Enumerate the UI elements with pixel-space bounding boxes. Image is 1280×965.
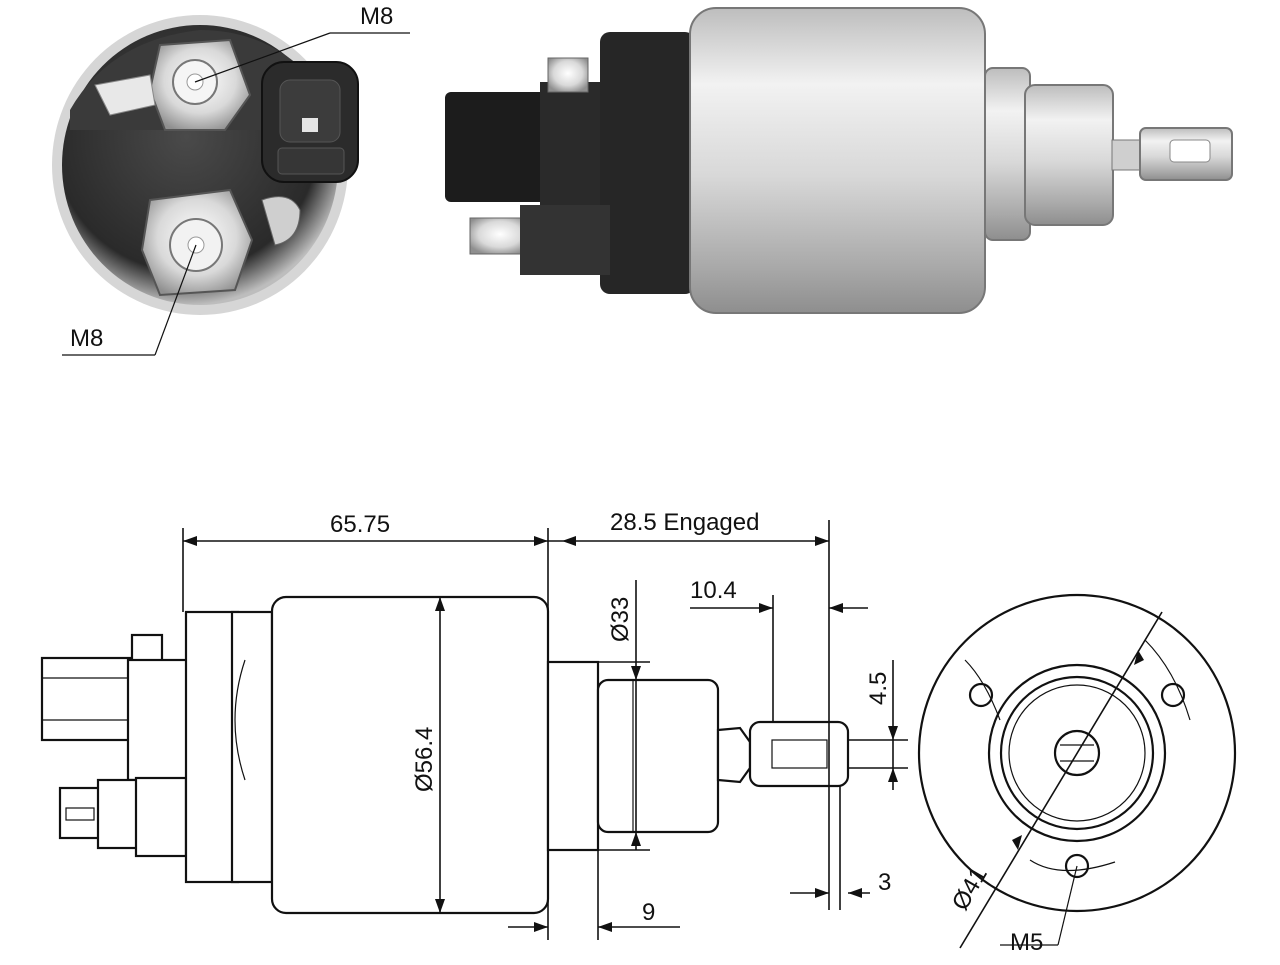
label-m5: M5	[1010, 929, 1043, 956]
technical-drawing-end: Ø41 M5	[917, 593, 1237, 956]
plunger-photo	[1024, 84, 1114, 226]
dim-lug-thickness: 3	[878, 869, 891, 896]
solenoid-barrel	[689, 7, 986, 314]
label-m8-bottom: M8	[70, 325, 103, 352]
dim-lug-offset: 10.4	[690, 577, 737, 604]
drawing-cap-flange	[184, 610, 240, 884]
dim-lug-width: 4.5	[865, 672, 892, 705]
bottom-terminal	[140, 188, 301, 297]
side-view-photo	[445, 7, 1233, 314]
connector-plug	[261, 61, 359, 183]
dim-stroke-engaged: 28.5 Engaged	[610, 509, 759, 536]
dim-body-length: 65.75	[330, 511, 390, 538]
dim-body-diameter: Ø56.4	[411, 727, 438, 792]
dim-plunger-diameter: Ø33	[607, 597, 634, 642]
top-terminal	[94, 38, 252, 131]
cap-flange	[600, 32, 695, 294]
connector-body	[445, 92, 555, 202]
end-view-photo: M8 M8	[52, 3, 410, 356]
drawing-lug	[748, 720, 850, 788]
drawing-plunger	[596, 678, 720, 834]
front-collar	[984, 67, 1031, 241]
dim-collar-length: 9	[642, 899, 655, 926]
drawing-connector	[40, 656, 144, 742]
label-m8-top: M8	[360, 3, 393, 30]
drawing-barrel	[270, 595, 550, 915]
drawing-collar	[546, 660, 600, 852]
technical-drawing-side: 65.75 28.5 Engaged 10.4 Ø33 Ø56.4 4.5	[40, 509, 908, 940]
